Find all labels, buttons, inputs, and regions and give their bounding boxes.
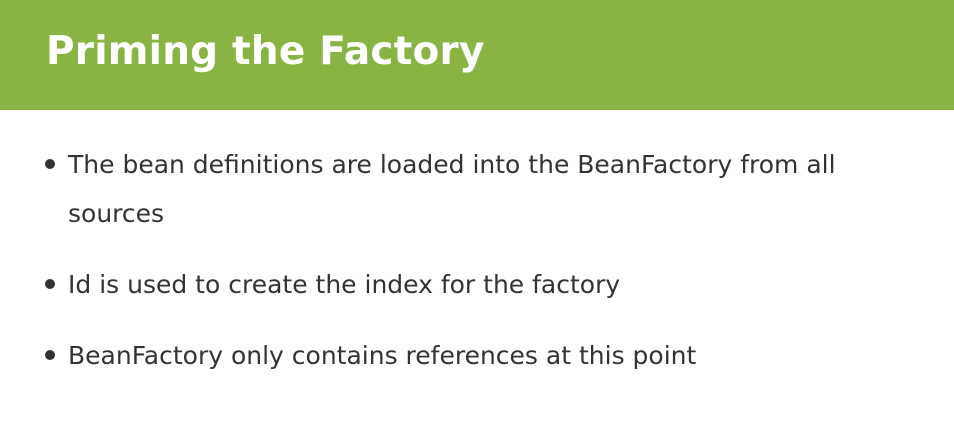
bullet-text: BeanFactory only contains references at …	[68, 341, 697, 370]
title-bar: Priming the Factory	[0, 0, 954, 110]
slide-title: Priming the Factory	[46, 29, 485, 74]
bullet-list: The bean definitions are loaded into the…	[44, 140, 924, 380]
bullet-item: BeanFactory only contains references at …	[44, 331, 924, 380]
bullet-dot-icon	[45, 159, 55, 169]
bullet-text: Id is used to create the index for the f…	[68, 270, 621, 299]
bullet-item: The bean definitions are loaded into the…	[44, 140, 924, 238]
bullet-dot-icon	[45, 279, 55, 289]
bullet-dot-icon	[45, 350, 55, 360]
bullet-item: Id is used to create the index for the f…	[44, 260, 924, 309]
bullet-text: The bean definitions are loaded into the…	[68, 150, 836, 228]
